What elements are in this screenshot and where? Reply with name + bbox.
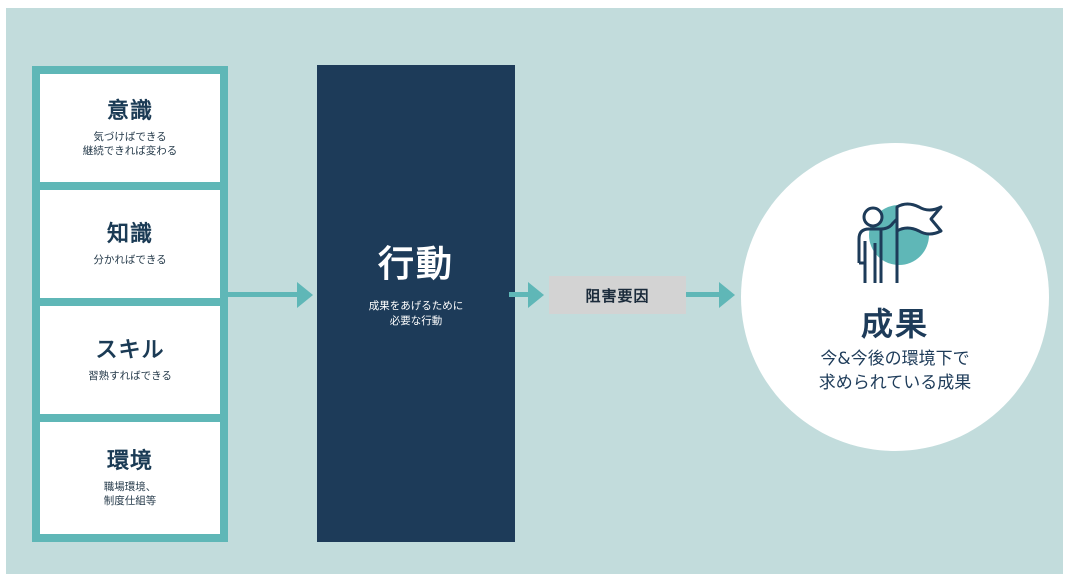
result-circle: 成果 今&今後の環境下で 求められている成果 [741, 143, 1049, 451]
factor-title: 知識 [106, 222, 153, 247]
arrow-right-icon [297, 282, 313, 308]
action-box: 行動 成果をあげるために 必要な行動 [317, 65, 515, 542]
factor-environment: 環境 職場環境、 制度仕組等 [40, 422, 220, 534]
arrow-right-icon [528, 282, 544, 308]
result-description: 今&今後の環境下で 求められている成果 [818, 349, 972, 393]
arrow-line [686, 292, 722, 297]
result-title: 成果 [860, 305, 929, 343]
factor-description: 職場環境、 制度仕組等 [103, 481, 157, 507]
factor-column: 意識 気づけばできる 継続できれば変わる 知識 分かればできる スキル 習熟すれ… [32, 66, 228, 542]
factor-awareness: 意識 気づけばできる 継続できれば変わる [40, 74, 220, 182]
factor-description: 分かればできる [93, 254, 167, 266]
action-description: 成果をあげるために 必要な行動 [368, 300, 464, 327]
arrow-line [222, 292, 300, 297]
factor-title: スキル [95, 338, 165, 363]
factor-description: 習熟すればできる [88, 370, 172, 382]
factor-knowledge: 知識 分かればできる [40, 190, 220, 298]
action-title: 行動 [377, 244, 454, 285]
factor-title: 環境 [106, 449, 153, 474]
factor-title: 意識 [106, 99, 153, 124]
diagram-background: 意識 気づけばできる 継続できれば変わる 知識 分かればできる スキル 習熟すれ… [6, 8, 1063, 574]
arrow-line [509, 292, 531, 297]
factor-description: 気づけばできる 継続できれば変わる [82, 131, 178, 157]
arrow-right-icon [719, 282, 735, 308]
factor-skill: スキル 習熟すればできる [40, 306, 220, 414]
person-with-flag-icon [857, 202, 943, 283]
obstacle-label: 阻害要因 [549, 276, 686, 314]
